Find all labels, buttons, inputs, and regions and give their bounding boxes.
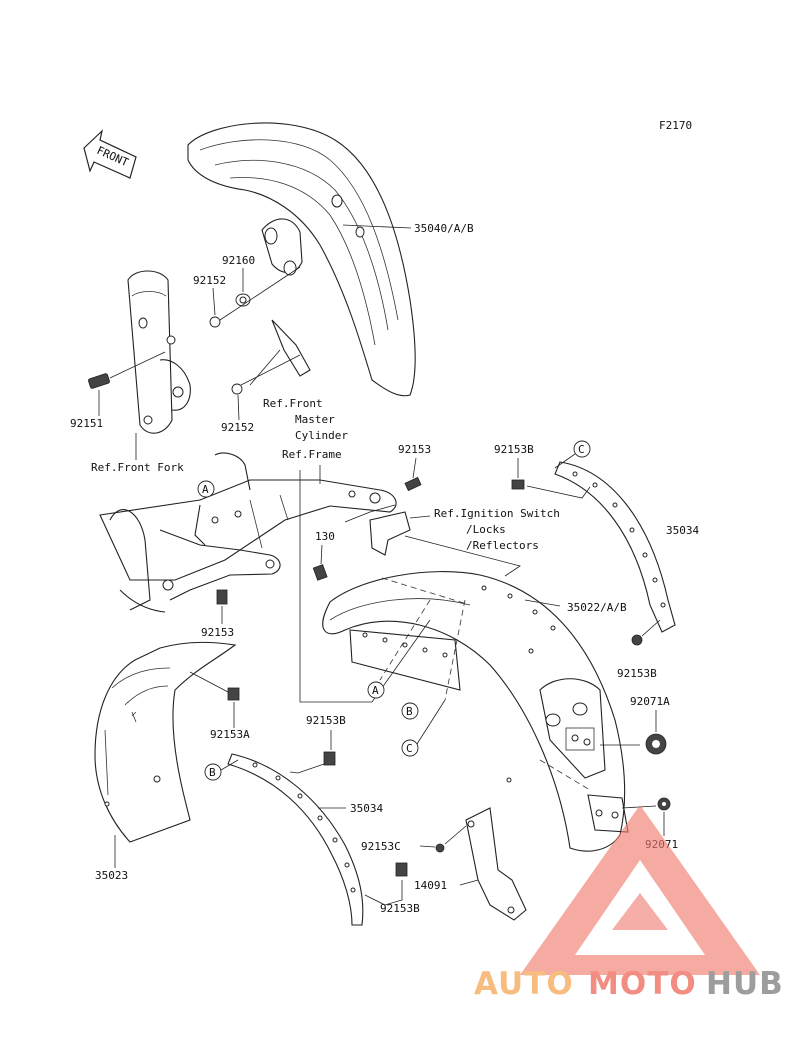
label-rear-rail-right: 35034	[666, 524, 699, 537]
label-bolt-fork: 92151	[70, 417, 103, 430]
callout-a-top: A	[202, 483, 209, 496]
label-grommet-large: 92071A	[630, 695, 670, 708]
label-rear-rail-left: 35034	[350, 802, 383, 815]
frame-drawing	[99, 452, 397, 613]
ref-front-fork: Ref.Front Fork	[91, 461, 184, 474]
label-bracket: 14091	[414, 879, 447, 892]
front-direction-arrow-icon: FRONT	[83, 129, 137, 179]
label-inner-flap: 35023	[95, 869, 128, 882]
figure-code: F2170	[659, 119, 692, 132]
grommets	[645, 733, 671, 811]
ref-ignition-1: Ref.Ignition Switch	[434, 507, 560, 520]
label-washer-lower: 92152	[221, 421, 254, 434]
ref-ignition-2: /Locks	[466, 523, 506, 536]
callout-c-top: C	[578, 443, 585, 456]
ref-frame: Ref.Frame	[282, 448, 342, 461]
watermark-part1: AUTO	[474, 966, 574, 1002]
label-bolt-bracket: 92153C	[361, 840, 401, 853]
front-fender-drawing	[187, 122, 416, 397]
label-collar: 92160	[222, 254, 255, 267]
front-fork-drawing	[127, 270, 191, 434]
callout-b-middle: B	[406, 705, 413, 718]
ref-front-master-1: Ref.Front	[263, 397, 323, 410]
inner-flap-drawing	[94, 641, 240, 843]
label-bolt-rear-rail-right: 92153B	[494, 443, 534, 456]
label-bolt-rail-right-lower: 92153B	[617, 667, 657, 680]
bracket-drawing	[435, 807, 527, 921]
label-bolt-rail-left-top: 92153B	[306, 714, 346, 727]
frame-bolts	[216, 476, 422, 605]
label-bolt-flap: 92153A	[210, 728, 250, 741]
callout-b-lower: B	[209, 766, 216, 779]
ignition-bracket-drawing	[369, 511, 411, 556]
rear-rail-right-drawing	[511, 461, 676, 646]
ref-ignition-3: /Reflectors	[466, 539, 539, 552]
front-fender-hardware	[88, 266, 311, 395]
label-bolt-frame-top: 92153	[398, 443, 431, 456]
callout-c-lower: C	[406, 742, 413, 755]
label-bolt-rail-left-bottom: 92153B	[380, 902, 420, 915]
ref-front-master-2: Master	[295, 413, 335, 426]
label-front-fender: 35040/A/B	[414, 222, 474, 235]
rear-fender-drawing	[322, 571, 629, 852]
label-screw-130: 130	[315, 530, 335, 543]
ref-front-master-3: Cylinder	[295, 429, 348, 442]
callout-a-lower: A	[372, 684, 379, 697]
watermark-part2: MOTO	[588, 966, 697, 1002]
label-bolt-frame-side: 92153	[201, 626, 234, 639]
label-washer-upper: 92152	[193, 274, 226, 287]
watermark-part3: HUB	[706, 966, 784, 1002]
label-rear-fender: 35022/A/B	[567, 601, 627, 614]
rear-rail-left-drawing	[227, 751, 408, 926]
automotohub-logo: AUTO MOTO HUB	[474, 805, 784, 1002]
